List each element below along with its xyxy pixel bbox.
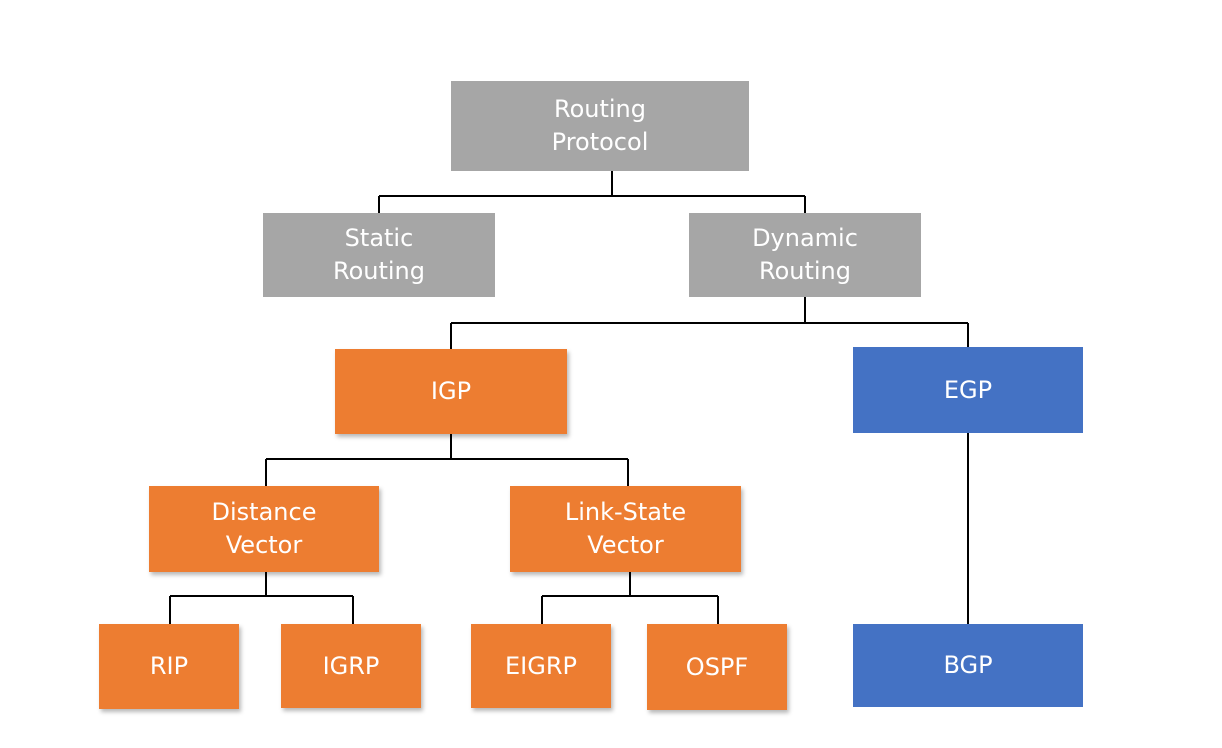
igrp-node: IGRP	[281, 624, 421, 708]
bgp-label: BGP	[943, 651, 993, 679]
igrp-label: IGRP	[322, 651, 380, 680]
rip-label: RIP	[149, 652, 189, 680]
link-state-vector-label: Link-State Vector	[564, 498, 687, 559]
dynamic-routing-node: Dynamic Routing	[689, 213, 921, 297]
ospf-node: OSPF	[647, 624, 787, 710]
egp-node: EGP	[853, 347, 1083, 433]
routing-protocol-label: Routing Protocol	[551, 95, 649, 156]
distance-vector-label: Distance Vector	[211, 498, 317, 559]
ospf-label: OSPF	[685, 652, 749, 681]
igp-node: IGP	[335, 349, 567, 434]
routing-protocol-node: Routing Protocol	[451, 81, 749, 171]
bgp-node: BGP	[853, 624, 1083, 707]
connector-igp-children	[265, 434, 629, 486]
connector-dynamic-routing-children	[450, 297, 969, 349]
static-routing-label: Static Routing	[332, 224, 425, 285]
eigrp-node: EIGRP	[471, 624, 611, 708]
distance-vector-node: Distance Vector	[149, 486, 379, 572]
rip-node: RIP	[99, 624, 239, 709]
link-state-vector-node: Link-State Vector	[510, 486, 741, 572]
igp-label: IGP	[430, 377, 472, 405]
connector-link-state-children	[541, 572, 719, 624]
eigrp-label: EIGRP	[505, 651, 577, 680]
connector-routing-protocol-children	[378, 170, 806, 214]
egp-label: EGP	[943, 375, 993, 404]
static-routing-node: Static Routing	[263, 213, 495, 297]
connector-distance-vector-children	[169, 572, 354, 624]
dynamic-routing-label: Dynamic Routing	[752, 224, 858, 285]
